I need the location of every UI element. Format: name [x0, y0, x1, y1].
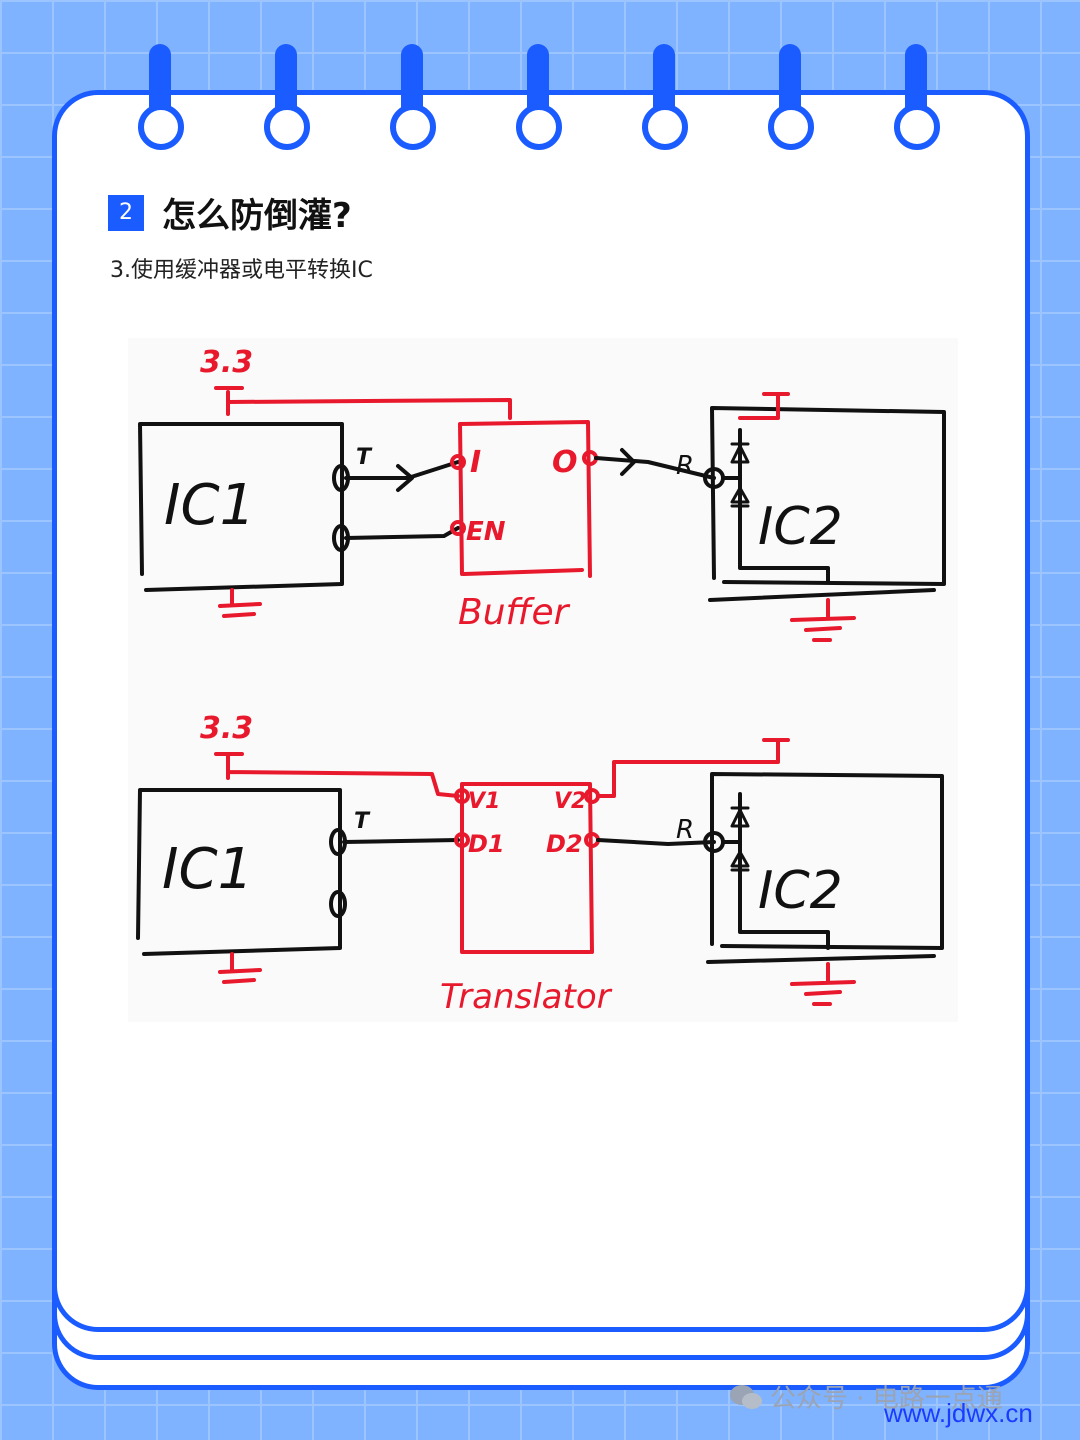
buffer-pin-i [450, 454, 466, 470]
pin-t-label: T [354, 809, 371, 834]
translator-box [460, 782, 594, 954]
ic1-ground-icon [218, 952, 262, 984]
arrow-right-icon [620, 448, 636, 476]
binder-ring-icon [642, 104, 688, 150]
binder-ring-icon [138, 104, 184, 150]
watermark-text: 公众号 · 电路一点通 [770, 1384, 1003, 1414]
page-subtitle: 3.使用缓冲器或电平转换IC [110, 258, 373, 283]
translator-pin-d1 [454, 832, 470, 848]
wechat-icon [730, 1384, 762, 1409]
buffer-label: Buffer [458, 592, 571, 633]
translator-pin-v2-label: V2 [554, 789, 586, 814]
translator-circuit [136, 738, 944, 1006]
supply-label: 3.3 [200, 711, 253, 746]
wire-o-to-r [594, 456, 716, 480]
binder-ring-icon [264, 104, 310, 150]
ic1-ground-icon [218, 588, 262, 618]
section-number-badge: 2 [108, 194, 144, 231]
watermark: 公众号 · 电路一点通 [728, 1378, 1003, 1415]
circuit-svg: 3.3 IC1 T I O EN Buffer R IC2 3.3 IC1 T … [136, 345, 946, 1017]
ic2-label: IC2 [758, 497, 843, 557]
translator-pin-v1-label: V1 [468, 789, 500, 814]
buffer-pin-en-label: EN [466, 517, 506, 547]
buffer-pin-o-label: O [552, 445, 578, 480]
binder-ring-icon [894, 104, 940, 150]
arrow-right-icon [396, 464, 414, 492]
v2-supply-rail [596, 738, 790, 798]
wire-en [344, 526, 460, 540]
buffer-pin-i-label: I [470, 445, 481, 480]
supply-label: 3.3 [200, 345, 253, 380]
wire-d2-to-r [596, 838, 716, 846]
diode-down-icon [730, 486, 750, 508]
wire-t-to-i [344, 460, 460, 480]
binder-ring-icon [768, 104, 814, 150]
pin-t-label: T [356, 445, 373, 470]
wire-t-to-d1 [342, 838, 460, 844]
ic2-ground-icon [790, 598, 856, 642]
ic1-label: IC1 [164, 473, 255, 538]
diode-down-icon [730, 850, 750, 872]
ic1-label: IC1 [162, 837, 253, 902]
ic2-label: IC2 [758, 861, 843, 921]
ic1-box [136, 788, 342, 956]
diode-up-icon [730, 442, 750, 464]
section-heading: 2 怎么防倒灌? [108, 188, 352, 237]
binder-ring-icon [390, 104, 436, 150]
diode-up-icon [730, 806, 750, 828]
supply-rail [214, 752, 460, 798]
ic1-pin-2 [329, 890, 347, 918]
buffer-pin-en [450, 520, 466, 536]
ic2-ground-icon [790, 962, 856, 1006]
pin-r-label: R [676, 815, 694, 845]
ic2-box [706, 772, 944, 964]
watermark-url: www.jdwx.cn [884, 1398, 1033, 1428]
translator-pin-d2-label: D2 [546, 830, 583, 858]
page-title: 怎么防倒灌? [162, 196, 352, 236]
translator-pin-d1-label: D1 [468, 830, 505, 858]
binder-ring-icon [516, 104, 562, 150]
translator-pin-v1 [454, 788, 470, 804]
ic2-supply [738, 392, 790, 420]
supply-rail [214, 386, 512, 420]
circuit-diagrams: 3.3 IC1 T I O EN Buffer R IC2 3.3 IC1 T … [128, 338, 958, 1022]
ic1-box [138, 422, 344, 592]
buffer-circuit [138, 386, 946, 642]
pin-r-label: R [676, 451, 694, 481]
ic2-box [708, 406, 946, 602]
buffer-box [458, 420, 592, 578]
translator-label: Translator [440, 977, 613, 1017]
